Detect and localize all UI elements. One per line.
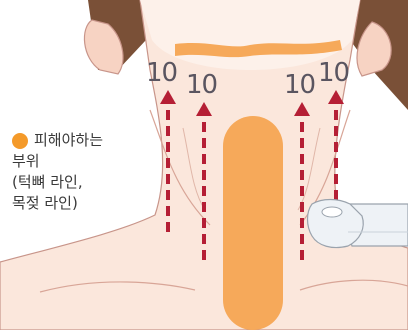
adams-apple-avoid-zone	[223, 116, 283, 330]
count-right-outer: 10	[318, 60, 349, 86]
orange-dot-icon	[12, 133, 28, 149]
legend-line-2: 부위	[12, 151, 103, 172]
count-left-outer: 10	[146, 60, 177, 86]
count-right-inner: 10	[284, 72, 315, 98]
legend-line-4: 목젖 라인)	[12, 193, 103, 214]
avoid-zone-legend: 피해야하는 부위 (턱뼈 라인, 목젖 라인)	[12, 130, 103, 214]
count-left-inner: 10	[186, 72, 217, 98]
massage-device	[308, 200, 408, 248]
legend-line-3: (턱뼈 라인,	[12, 172, 103, 193]
